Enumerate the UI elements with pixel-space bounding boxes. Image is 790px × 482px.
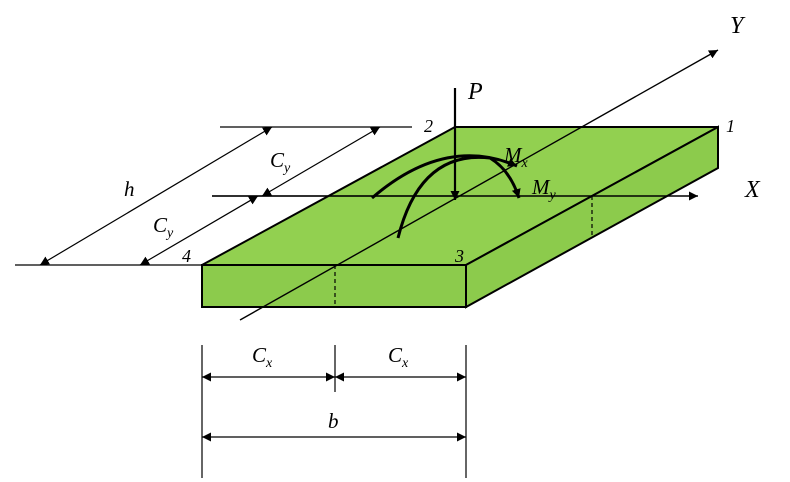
plate-front-face (201, 264, 467, 308)
corner-1-label: 1 (726, 116, 735, 136)
h-label: h (124, 177, 135, 201)
b-label: b (328, 409, 339, 433)
x-dimensions (201, 345, 467, 478)
load-label: P (467, 79, 483, 105)
cx-left-label: Cx (252, 343, 273, 371)
moment-x-arc (371, 154, 518, 200)
moment-y-arc (396, 155, 521, 239)
corner-3-label: 3 (454, 246, 464, 266)
dim-cy-upper (261, 126, 381, 197)
corner-2-label: 2 (424, 116, 433, 136)
cy-upper-label: Cy (270, 148, 291, 176)
moment-x-label: Mx (503, 143, 529, 171)
x-axis-label: X (744, 177, 761, 203)
moment-y-label: My (531, 175, 557, 203)
dim-cy-lower (139, 195, 259, 266)
cx-right-label: Cx (388, 343, 409, 371)
y-axis-label: Y (730, 13, 746, 39)
cy-lower-label: Cy (153, 213, 174, 241)
corner-4-label: 4 (182, 246, 191, 266)
y-dimensions (15, 126, 455, 266)
y-axis (239, 49, 719, 321)
